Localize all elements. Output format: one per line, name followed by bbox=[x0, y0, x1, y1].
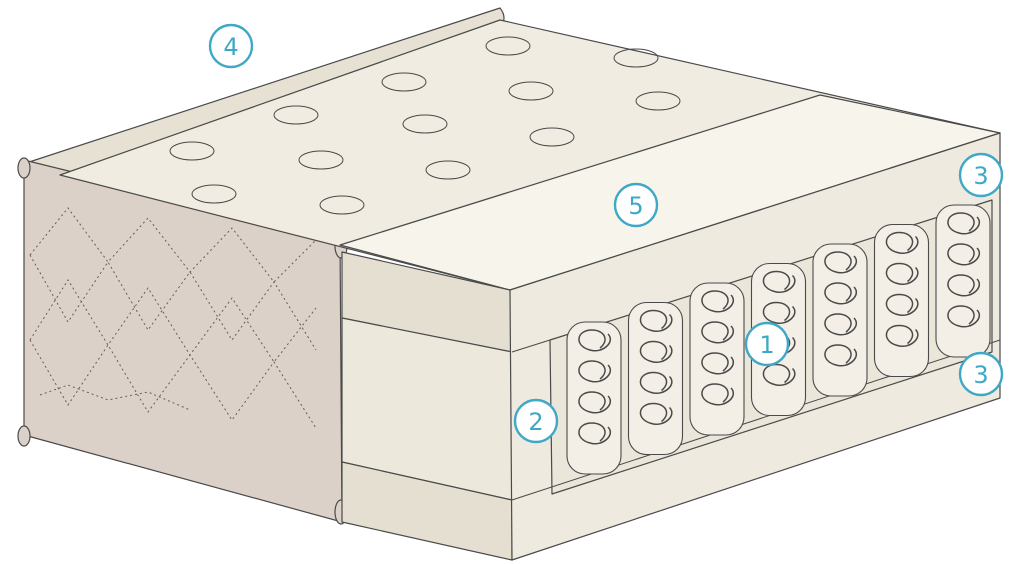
cover-roll-bottom bbox=[17, 425, 31, 447]
callout-3-top: 3 bbox=[958, 152, 1004, 198]
spring-pocket bbox=[873, 223, 930, 378]
spring-coil bbox=[947, 212, 980, 235]
spring-coil bbox=[762, 363, 796, 387]
spring-coil bbox=[639, 402, 673, 426]
spring-coil bbox=[639, 371, 673, 395]
spring-coil bbox=[885, 262, 919, 286]
callout-label-3-top: 3 bbox=[973, 162, 988, 190]
spring-coil bbox=[701, 383, 734, 406]
spring-coil bbox=[885, 293, 919, 317]
spring-coil bbox=[885, 324, 919, 348]
callout-5: 5 bbox=[613, 182, 659, 228]
callout-2: 2 bbox=[513, 398, 559, 444]
spring-coil bbox=[885, 231, 919, 255]
spring-coil bbox=[947, 243, 980, 266]
spring-pocket bbox=[627, 301, 684, 456]
spring-coil bbox=[824, 251, 857, 274]
callout-4: 4 bbox=[208, 23, 254, 69]
callout-3-bottom: 3 bbox=[958, 351, 1004, 397]
spring-pocket bbox=[566, 321, 622, 475]
spring-coil bbox=[824, 313, 857, 336]
spring-coil bbox=[578, 360, 611, 383]
spring-pocket bbox=[689, 282, 745, 436]
spring-coil bbox=[701, 321, 734, 344]
spring-coil bbox=[578, 422, 611, 445]
spring-coil bbox=[639, 309, 673, 333]
quilting-pattern bbox=[29, 207, 317, 429]
callout-label-1: 1 bbox=[759, 331, 774, 359]
spring-coil bbox=[578, 391, 611, 414]
spring-coil bbox=[701, 290, 734, 313]
spring-coil bbox=[947, 305, 980, 328]
spring-coil bbox=[947, 274, 980, 297]
spring-pocket bbox=[812, 243, 868, 397]
callout-label-5: 5 bbox=[628, 192, 643, 220]
pocket-springs bbox=[566, 204, 991, 475]
cover-roll-top bbox=[17, 157, 31, 179]
spring-coil bbox=[578, 329, 611, 352]
spring-coil bbox=[824, 344, 857, 367]
ventilation-holes bbox=[169, 36, 681, 215]
spring-coil bbox=[824, 282, 857, 305]
callout-label-4: 4 bbox=[223, 33, 238, 61]
spring-coil bbox=[762, 301, 796, 325]
mattress-left-face bbox=[341, 251, 513, 561]
spring-coil bbox=[762, 270, 796, 294]
spring-pocket bbox=[935, 204, 991, 358]
spring-coil bbox=[639, 340, 673, 364]
callout-1: 1 bbox=[744, 321, 790, 367]
callout-label-3-bottom: 3 bbox=[973, 361, 988, 389]
spring-coil bbox=[701, 352, 734, 375]
callout-label-2: 2 bbox=[528, 408, 543, 436]
